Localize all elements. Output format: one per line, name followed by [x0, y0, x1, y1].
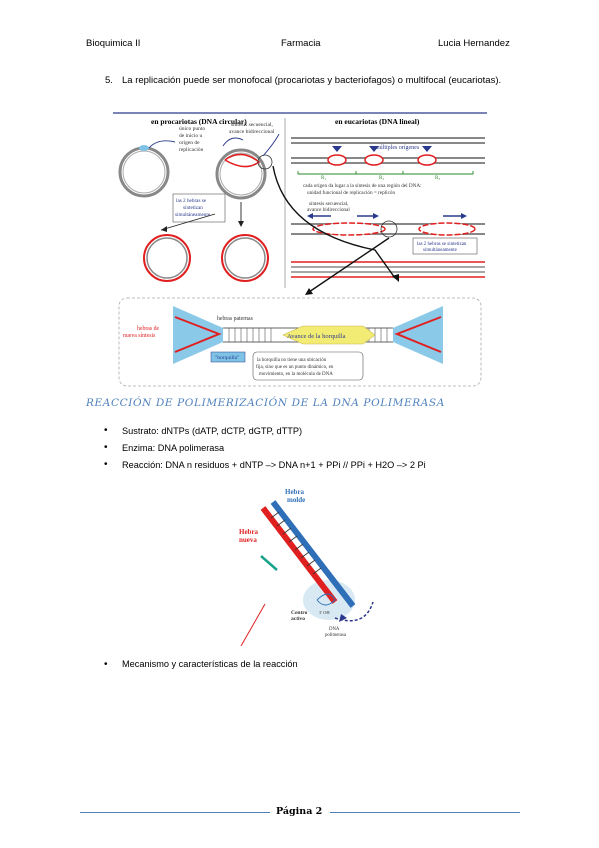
label-new-strands: hebras de nueva síntesis	[123, 326, 161, 339]
mechanism-bullet: Mecanismo y características de la reacci…	[104, 659, 298, 670]
footer-rule-left	[80, 812, 270, 813]
list-item: Sustrato: dNTPs (dATP, dCTP, dGTP, dTTP)	[104, 424, 426, 441]
label-sequential-right: síntesis secuencial, avance bidirecciona…	[307, 201, 350, 213]
svg-text:R₁ R₂ R₃: R₁ R₂ R₃	[321, 176, 440, 181]
label-sequential-left: síntesis secuencial, avance bidirecciona…	[229, 122, 275, 135]
header-author: Lucia Hernandez	[438, 38, 510, 49]
replication-diagram: en procariotas (DNA circular) en eucario…	[113, 112, 487, 387]
item-text: La replicación puede ser monofocal (proc…	[122, 75, 502, 86]
title-prokaryotes: en procariotas (DNA circular)	[151, 117, 247, 126]
bullet-list: Sustrato: dNTPs (dATP, dCTP, dGTP, dTTP)…	[104, 424, 426, 475]
label-template: Hebra molde	[285, 488, 306, 504]
polymerase-diagram: Hebra molde Hebra nueva Centro activo 3'…	[239, 488, 374, 646]
list-item: Enzima: DNA polimerasa	[104, 441, 426, 458]
label-active-site: Centro activo	[291, 610, 309, 622]
list-item: Reacción: DNA n residuos + dNTP –> DNA n…	[104, 458, 426, 475]
label-fork-advance: Avance de la horquilla	[287, 333, 346, 340]
label-polymerase: DNA polimerasa	[325, 627, 347, 638]
label-r1: R₁	[321, 176, 326, 181]
header-course: Bioquimica II	[86, 38, 141, 49]
label-parental: hebras paternas	[217, 316, 254, 322]
header-degree: Farmacia	[281, 38, 321, 49]
label-two-strands-left: las 2 hebras se sintetizan simultáneamen…	[175, 198, 211, 218]
page-number: Página 2	[276, 806, 323, 817]
label-two-strands-right: las 2 hebras se sintetizan simultáneamen…	[417, 242, 468, 253]
item-number: 5.	[105, 75, 113, 86]
section-title: REACCIÓN DE POLIMERIZACIÓN DE LA DNA POL…	[86, 397, 445, 409]
title-eukaryotes: en eucariotas (DNA lineal)	[335, 117, 420, 126]
label-r2: R₂	[379, 176, 384, 181]
label-new: Hebra nueva	[239, 528, 260, 544]
label-replicon: cada origen da lugar a la síntesis de un…	[303, 183, 423, 196]
label-r3: R₃	[435, 176, 440, 181]
label-fork-note: la horquilla no tiene una ubicación fija…	[256, 358, 335, 377]
label-multiple-origins: múltiples orígenes	[375, 145, 420, 151]
footer-rule-right	[330, 812, 520, 813]
label-3oh: 3' OH	[319, 610, 330, 615]
label-fork: "horquilla"	[215, 355, 239, 361]
label-origin: único punto de inicio u origen de replic…	[179, 126, 207, 153]
